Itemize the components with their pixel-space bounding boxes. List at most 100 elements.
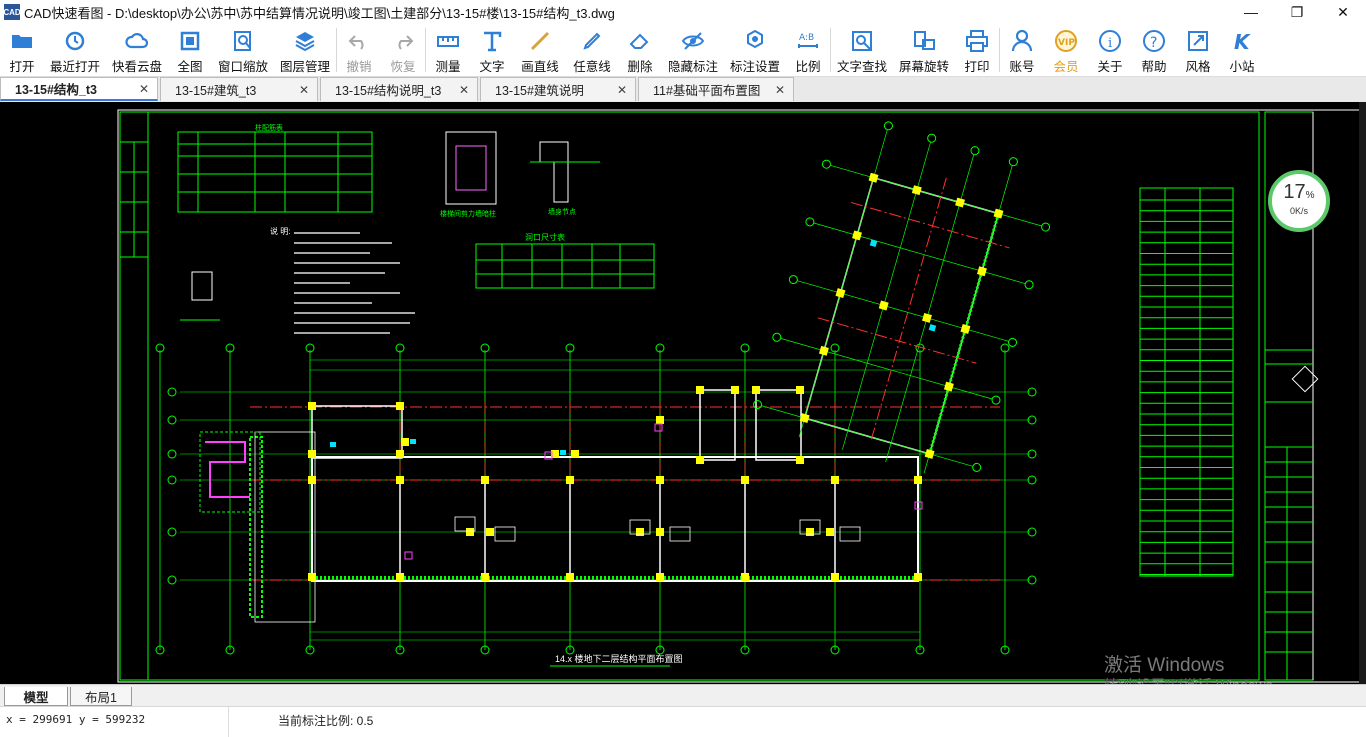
pen-button[interactable]: 任意线 bbox=[566, 24, 618, 76]
text-button[interactable]: 文字 bbox=[470, 24, 514, 76]
cloud-button[interactable]: 快看云盘 bbox=[106, 24, 168, 76]
tab-document[interactable]: 13-15#建筑说明 ✕ bbox=[480, 77, 636, 101]
tab-close-icon[interactable]: ✕ bbox=[138, 81, 149, 96]
toolbar-label: 撤销 bbox=[346, 60, 372, 74]
vip-button[interactable]: VIP 会员 bbox=[1044, 24, 1088, 76]
folder-button[interactable]: 打开 bbox=[0, 24, 44, 76]
title-bar: CAD CAD快速看图 - D:\desktop\办公\苏中\苏中结算情况说明\… bbox=[0, 0, 1366, 25]
cloud-icon bbox=[124, 28, 150, 54]
toolbar-label: 隐藏标注 bbox=[667, 60, 718, 74]
foundation-plan bbox=[155, 121, 1051, 655]
eraser-button[interactable]: 删除 bbox=[618, 24, 662, 76]
measure-button[interactable]: 测量 bbox=[426, 24, 470, 76]
folder-icon bbox=[9, 28, 35, 54]
toolbar-label: 帮助 bbox=[1141, 60, 1167, 74]
line-button[interactable]: 画直线 bbox=[514, 24, 566, 76]
svg-text:K: K bbox=[1234, 30, 1251, 54]
toolbar-label: 最近打开 bbox=[49, 60, 100, 74]
company-logo-icon bbox=[1291, 365, 1319, 393]
history-icon bbox=[62, 28, 88, 54]
k-site-icon: K bbox=[1229, 28, 1255, 54]
redo-button[interactable]: 恢复 bbox=[381, 24, 425, 76]
status-bar: x = 299691 y = 599232 当前标注比例: 0.5 bbox=[0, 706, 1366, 737]
tab-close-icon[interactable]: ✕ bbox=[774, 82, 785, 97]
detail-wall-section bbox=[530, 141, 600, 203]
annotation-settings-button[interactable]: 标注设置 bbox=[724, 24, 786, 76]
tab-label: 13-15#建筑说明 bbox=[495, 84, 584, 98]
undo-button[interactable]: 撤销 bbox=[337, 24, 381, 76]
toolbar-label: 小站 bbox=[1229, 60, 1255, 74]
layout-tabs-bar: 模型 布局1 bbox=[0, 684, 1366, 707]
scale-button[interactable]: A:B 比例 bbox=[786, 24, 830, 76]
printer-icon bbox=[964, 28, 990, 54]
app-logo-icon: CAD bbox=[3, 4, 21, 20]
toolbar-label: 测量 bbox=[435, 60, 461, 74]
tab-document[interactable]: 13-15#结构说明_t3✕ bbox=[320, 77, 478, 101]
tab-close-icon[interactable]: ✕ bbox=[616, 82, 627, 97]
measure-icon bbox=[435, 28, 461, 54]
toolbar-label: 文字 bbox=[479, 60, 505, 74]
toolbar-label: 快看云盘 bbox=[111, 60, 162, 74]
rotate-screen-icon bbox=[911, 28, 937, 54]
tab-close-icon[interactable]: ✕ bbox=[298, 82, 309, 97]
toolbar-separator bbox=[999, 28, 1000, 72]
annotation-settings-icon bbox=[742, 28, 768, 54]
minimize-button[interactable]: — bbox=[1244, 4, 1258, 20]
toolbar-separator bbox=[830, 28, 831, 72]
zoom-window-button[interactable]: 窗口缩放 bbox=[212, 24, 274, 76]
title-block bbox=[1264, 111, 1314, 681]
rotate-screen-button[interactable]: 屏幕旋转 bbox=[893, 24, 955, 76]
column-schedule-table bbox=[177, 131, 373, 213]
svg-text:VIP: VIP bbox=[1058, 38, 1075, 48]
info-button[interactable]: i 关于 bbox=[1088, 24, 1132, 76]
toolbar-separator bbox=[425, 28, 426, 72]
speed-percent-unit: % bbox=[1305, 190, 1315, 201]
hide-eye-button[interactable]: 隐藏标注 bbox=[662, 24, 724, 76]
tab-close-icon[interactable]: ✕ bbox=[458, 82, 469, 97]
pen-icon bbox=[579, 28, 605, 54]
tab-model[interactable]: 模型 bbox=[4, 687, 68, 706]
tab-label: 11#基础平面布置图 bbox=[653, 84, 761, 98]
column-table-title: 柱配筋表 bbox=[255, 123, 283, 132]
detail-small-column bbox=[180, 271, 220, 321]
toolbar-label: 文字查找 bbox=[836, 60, 887, 74]
toolbar-label: 会员 bbox=[1053, 60, 1079, 74]
style-button[interactable]: 风格 bbox=[1176, 24, 1220, 76]
toolbar-label: 标注设置 bbox=[729, 60, 780, 74]
detail2-caption: 墙身节点 bbox=[548, 207, 576, 216]
toolbar-label: 窗口缩放 bbox=[217, 60, 268, 74]
layers-icon bbox=[292, 28, 318, 54]
tab-layout1[interactable]: 布局1 bbox=[70, 687, 132, 706]
text-search-button[interactable]: 文字查找 bbox=[831, 24, 893, 76]
layers-button[interactable]: 图层管理 bbox=[274, 24, 336, 76]
svg-text:?: ? bbox=[1150, 35, 1157, 51]
vertical-scrollbar[interactable] bbox=[1359, 102, 1366, 684]
tab-document[interactable]: 11#基础平面布置图 ✕ bbox=[638, 77, 794, 101]
frame-inner bbox=[119, 111, 1260, 681]
cursor-coordinates: x = 299691 y = 599232 bbox=[6, 713, 146, 726]
k-site-button[interactable]: K 小站 bbox=[1220, 24, 1264, 76]
redo-icon bbox=[390, 28, 416, 54]
info-icon: i bbox=[1097, 28, 1123, 54]
toolbar-label: 画直线 bbox=[521, 60, 559, 74]
toolbar-label: 全图 bbox=[177, 60, 203, 74]
opening-schedule-table bbox=[475, 243, 655, 289]
tab-document[interactable]: 13-15#建筑_t3✕ bbox=[160, 77, 318, 101]
tab-label: 13-15#结构_t3 bbox=[15, 83, 97, 97]
close-button[interactable]: ✕ bbox=[1337, 3, 1349, 20]
user-button[interactable]: 账号 bbox=[1000, 24, 1044, 76]
user-icon bbox=[1009, 28, 1035, 54]
style-icon bbox=[1185, 28, 1211, 54]
annotation-scale: 当前标注比例: 0.5 bbox=[278, 714, 374, 728]
printer-button[interactable]: 打印 bbox=[955, 24, 999, 76]
history-button[interactable]: 最近打开 bbox=[44, 24, 106, 76]
toolbar-label: 打印 bbox=[964, 60, 990, 74]
help-button[interactable]: ? 帮助 bbox=[1132, 24, 1176, 76]
maximize-button[interactable]: ❐ bbox=[1290, 3, 1304, 20]
drawing-canvas[interactable]: 洞口尺寸表 柱配筋表 说 明: 楼梯间剪力墙暗柱 墙身节点 bbox=[0, 102, 1366, 684]
vip-icon: VIP bbox=[1053, 28, 1079, 54]
fullview-button[interactable]: 全图 bbox=[168, 24, 212, 76]
tab-document[interactable]: 13-15#结构_t3 ✕ bbox=[0, 77, 158, 101]
network-speed-widget[interactable]: 17% 0K/s bbox=[1268, 170, 1330, 232]
toolbar-label: 风格 bbox=[1185, 60, 1211, 74]
